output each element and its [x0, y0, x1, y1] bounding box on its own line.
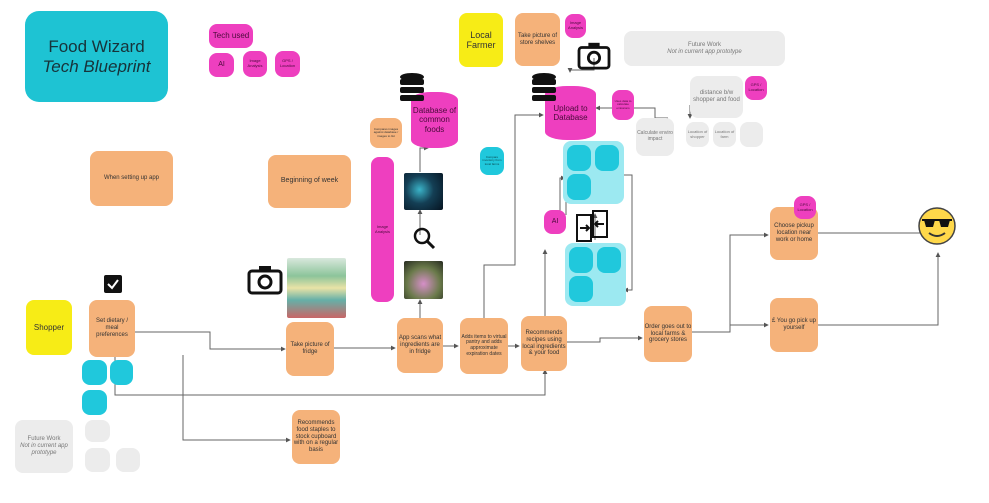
network-photo [404, 173, 443, 210]
calculate-impact-node: Calculate enviro impact [636, 118, 674, 156]
inventory-cell-4 [569, 247, 593, 273]
image-analysis-store-tag: Image Analysis [565, 14, 586, 38]
inventory-cell-5 [597, 247, 621, 273]
store-shelves-step: Take picture of store shelves [515, 13, 560, 66]
title-line-1: Food Wizard [48, 36, 145, 56]
produce-photo [404, 261, 443, 299]
local-farmer-card: Local Farmer [459, 13, 503, 67]
magnifier-icon [413, 227, 436, 250]
inventory-cell-1 [567, 145, 591, 171]
tech-used-header: Tech used [209, 24, 253, 48]
future-small-3 [116, 448, 140, 472]
sync-icon [576, 210, 608, 242]
shopper-card: Shopper [26, 300, 72, 355]
future-work-bottom-sub: Not in current app prototype [20, 443, 68, 456]
tech-gps-tag: GPS / Location [275, 51, 300, 77]
order-goes-out-step: Order goes out to local farms & grocery … [644, 306, 692, 362]
future-small-2 [85, 448, 110, 472]
gps-distance-tag: GPS / Location [745, 76, 767, 100]
recommends-recipes-step: Recommends recipes using local ingredien… [521, 316, 567, 371]
inventory-cell-3 [567, 174, 591, 200]
fridge-photo [287, 258, 346, 318]
compare-inventory-note: Compare inventory from local farms [480, 147, 504, 175]
image-analysis-tall-tag: Image Analysis [371, 157, 394, 302]
adds-items-step: Adds items to virtual pantry and adds ap… [460, 318, 508, 374]
location-farm-node: Location of farm [713, 122, 736, 147]
distance-node: distance b/w shopper and food [690, 76, 743, 118]
future-small-1 [85, 420, 110, 442]
inventory-cell-2 [595, 145, 619, 171]
future-work-bottom-title: Future Work [27, 436, 61, 443]
title-line-2: Tech Blueprint [42, 56, 151, 76]
week-phase: Beginning of week [268, 155, 351, 208]
checkbox-icon [104, 275, 122, 293]
food-staples-step: Recommends food staples to stock cupboar… [292, 410, 340, 464]
tech-ai-tag: AI [209, 53, 234, 77]
database-icon [400, 73, 424, 101]
camera-icon [577, 42, 611, 70]
emissions-small-node [740, 122, 763, 147]
pref-teal-2 [110, 360, 133, 385]
pref-teal-3 [82, 390, 107, 415]
app-scans-step: App scans what ingredients are in fridge [397, 318, 443, 373]
future-work-top: Future Work Not in current app prototype [624, 31, 785, 66]
ai-main-tag: AI [544, 210, 566, 234]
set-preferences-step: Set dietary / meal preferences [89, 300, 135, 357]
future-work-top-sub: Not in current app prototype [667, 48, 742, 55]
tech-image-tag: Image Analysis [243, 51, 267, 77]
title-card: Food Wizard Tech Blueprint [25, 11, 168, 102]
future-work-top-title: Future Work [688, 41, 721, 48]
gps-pickup-tag: GPS / Location [794, 196, 816, 219]
sunglasses-emoji-icon [918, 207, 956, 245]
setup-phase: When setting up app [90, 151, 173, 206]
take-fridge-picture-step: Take picture of fridge [286, 322, 334, 376]
camera-icon [247, 266, 283, 295]
location-shopper-node: Location of shopper [686, 122, 709, 147]
database-icon [532, 73, 556, 101]
uses-data-note: Uses data to calculate emissions [612, 90, 634, 120]
pref-teal-1 [82, 360, 107, 385]
inventory-cell-6 [569, 276, 593, 302]
common-foods-database: Database of common foods [411, 92, 458, 148]
future-work-bottom: Future Work Not in current app prototype [15, 420, 73, 473]
you-pick-up-step: £ You go pick up yourself [770, 298, 818, 352]
compares-images-note: Compares images against database / image… [370, 118, 402, 148]
